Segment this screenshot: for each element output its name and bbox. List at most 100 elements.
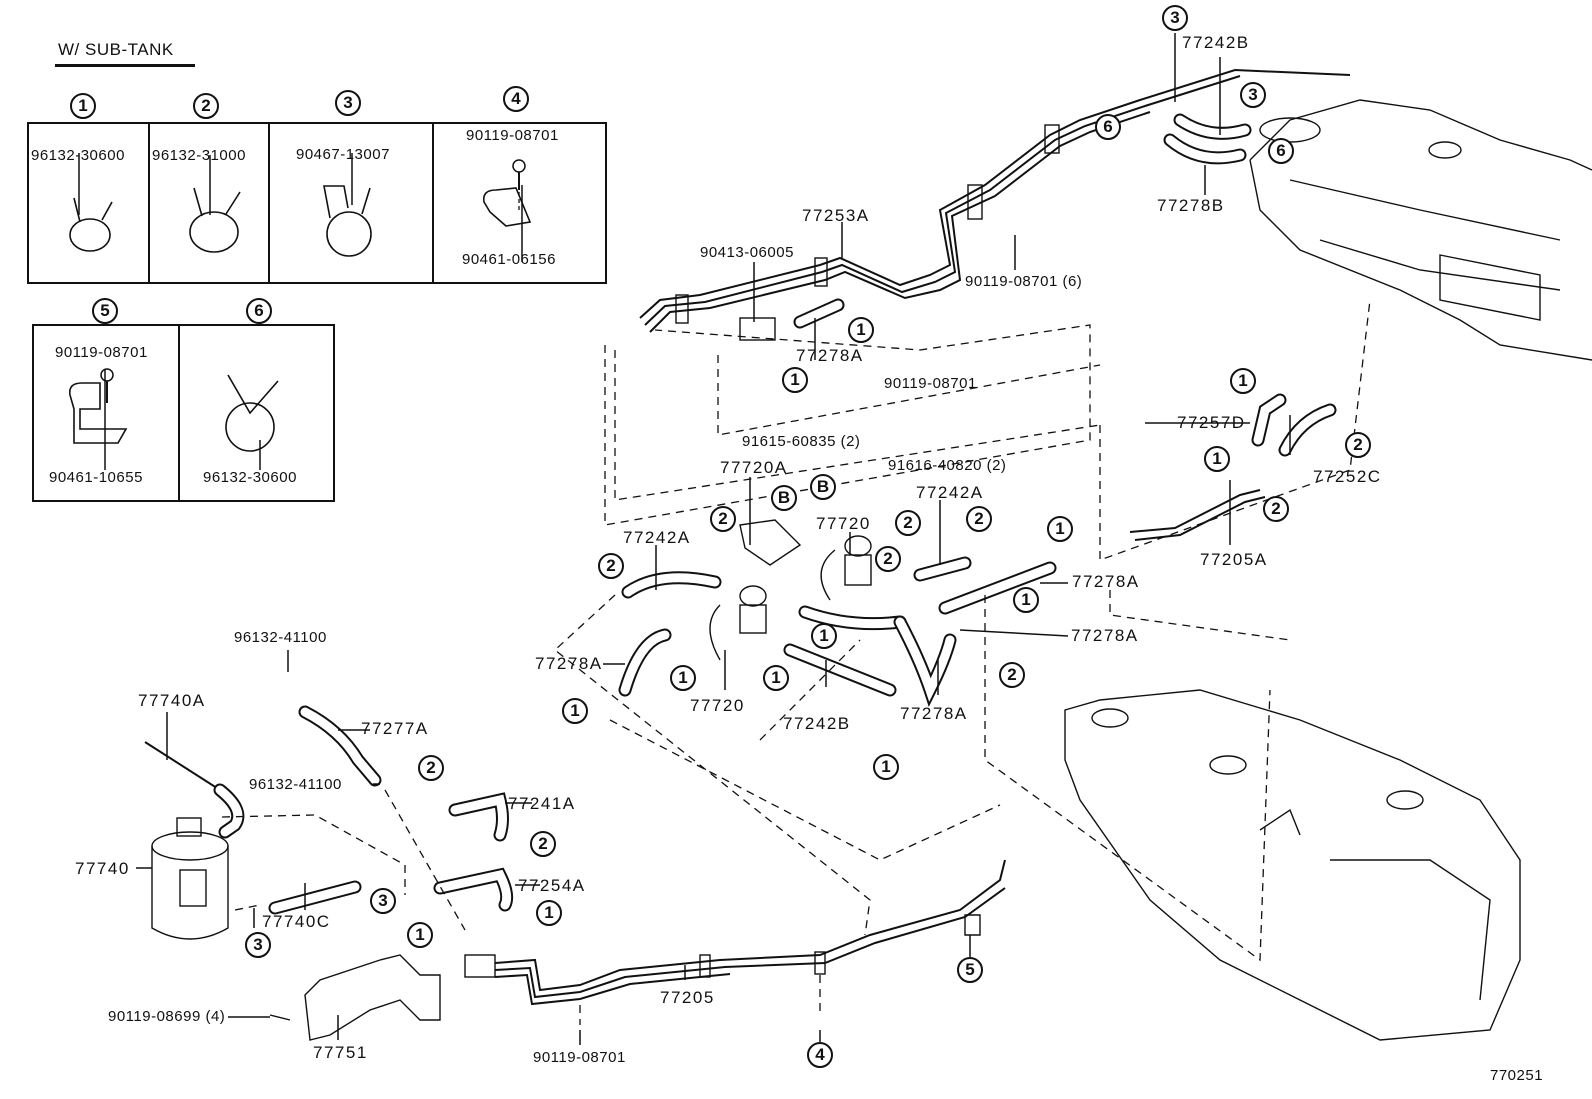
part-77720[interactable]: 77720 [816, 514, 871, 533]
part-77751[interactable]: 77751 [313, 1043, 368, 1062]
fuel-pipe-assembly-upper [639, 68, 1351, 333]
hose-clamp-icon [189, 187, 241, 253]
callout-2[interactable]: 2 [895, 510, 921, 536]
part-77278A[interactable]: 77278A [900, 704, 968, 723]
callout-1[interactable]: 1 [848, 317, 874, 343]
part-91616-40820[interactable]: 91616-40820 (2) [888, 457, 1007, 474]
part-91615-60835[interactable]: 91615-60835 (2) [742, 433, 861, 450]
part-77242A[interactable]: 77242A [916, 483, 984, 502]
part-77278A[interactable]: 77278A [1072, 572, 1140, 591]
callout-2[interactable]: 2 [598, 553, 624, 579]
part-77205A[interactable]: 77205A [1200, 550, 1268, 569]
callout-1[interactable]: 1 [562, 698, 588, 724]
callout-2[interactable]: 2 [875, 546, 901, 572]
title-underline [55, 64, 195, 67]
callout-3[interactable]: 3 [370, 888, 396, 914]
callout-3[interactable]: 3 [1162, 5, 1188, 31]
part-77740C[interactable]: 77740C [262, 912, 331, 931]
part-77740[interactable]: 77740 [75, 859, 130, 878]
callout-3[interactable]: 3 [245, 932, 271, 958]
legend-part-6: 96132-30600 [203, 469, 297, 486]
legend-row-2 [32, 324, 335, 502]
legend-part-2: 96132-31000 [152, 147, 246, 164]
legend-divider [148, 124, 150, 282]
legend-ref-1: 1 [70, 93, 96, 119]
callout-6[interactable]: 6 [1268, 138, 1294, 164]
legend-ref-6: 6 [246, 298, 272, 324]
callout-1[interactable]: 1 [1204, 446, 1230, 472]
vsv-cluster [739, 519, 872, 634]
charcoal-canister [151, 817, 229, 940]
legend-part-3: 90467-13007 [296, 146, 390, 163]
callout-1[interactable]: 1 [407, 922, 433, 948]
callout-2[interactable]: 2 [966, 506, 992, 532]
hose-clamp-icon [69, 197, 113, 252]
callout-2[interactable]: 2 [1345, 432, 1371, 458]
legend-part-5a: 90119-08701 [55, 344, 148, 361]
callout-2[interactable]: 2 [530, 831, 556, 857]
part-96132-41100[interactable]: 96132-41100 [234, 629, 327, 646]
callout-1[interactable]: 1 [873, 754, 899, 780]
callout-B[interactable]: B [810, 474, 836, 500]
pipe-bracket-bolt-icon [68, 368, 128, 444]
callout-2[interactable]: 2 [1263, 496, 1289, 522]
part-90119-08699[interactable]: 90119-08699 (4) [108, 1008, 226, 1025]
part-77278A[interactable]: 77278A [796, 346, 864, 365]
legend-part-1: 96132-30600 [31, 147, 125, 164]
callout-3[interactable]: 3 [1240, 82, 1266, 108]
figure-id: 770251 [1490, 1067, 1544, 1084]
part-77242B[interactable]: 77242B [1182, 33, 1250, 52]
pipe-clamp [967, 184, 983, 220]
legend-divider [432, 122, 434, 282]
callout-1[interactable]: 1 [811, 623, 837, 649]
part-77205[interactable]: 77205 [660, 988, 715, 1007]
part-77252C[interactable]: 77252C [1313, 467, 1382, 486]
callout-1[interactable]: 1 [782, 367, 808, 393]
pipe-clamp [675, 294, 689, 324]
part-77241A[interactable]: 77241A [508, 794, 576, 813]
part-77277A[interactable]: 77277A [361, 719, 429, 738]
callout-2[interactable]: 2 [999, 662, 1025, 688]
part-77257D[interactable]: 77257D [1177, 413, 1246, 432]
part-77720A[interactable]: 77720A [720, 458, 788, 477]
legend-part-5b: 90461-10655 [49, 469, 143, 486]
callout-B[interactable]: B [771, 485, 797, 511]
part-77253A[interactable]: 77253A [802, 206, 870, 225]
vacuum-switching-valve [739, 317, 776, 341]
pipe-clamp [814, 257, 828, 287]
callout-1[interactable]: 1 [1047, 516, 1073, 542]
part-77740A[interactable]: 77740A [138, 691, 206, 710]
part-77242B[interactable]: 77242B [783, 714, 851, 733]
part-77278A[interactable]: 77278A [1071, 626, 1139, 645]
part-77254A[interactable]: 77254A [518, 876, 586, 895]
legend-ref-5: 5 [92, 298, 118, 324]
part-90119-08701[interactable]: 90119-08701 [884, 375, 977, 392]
pipe-clamp-bolt-icon [482, 159, 532, 227]
callout-1[interactable]: 1 [1230, 368, 1256, 394]
part-90119-08701-6[interactable]: 90119-08701 (6) [965, 273, 1083, 290]
fuel-tank-lower [1064, 689, 1521, 1041]
callout-6[interactable]: 6 [1095, 114, 1121, 140]
callout-1[interactable]: 1 [1013, 587, 1039, 613]
hose-clamp-icon [225, 374, 279, 452]
part-77278B[interactable]: 77278B [1157, 196, 1225, 215]
part-77720[interactable]: 77720 [690, 696, 745, 715]
callout-5[interactable]: 5 [957, 957, 983, 983]
canister-bracket [304, 954, 441, 1041]
callout-4[interactable]: 4 [807, 1042, 833, 1068]
callout-1[interactable]: 1 [536, 900, 562, 926]
callout-2[interactable]: 2 [710, 506, 736, 532]
part-90119-08701[interactable]: 90119-08701 [533, 1049, 626, 1066]
callout-1[interactable]: 1 [670, 665, 696, 691]
part-77242A[interactable]: 77242A [623, 528, 691, 547]
legend-divider [268, 124, 270, 282]
part-77278A[interactable]: 77278A [535, 654, 603, 673]
callout-2[interactable]: 2 [418, 755, 444, 781]
leader-lines [78, 33, 1291, 1045]
hose-clip-icon [323, 185, 372, 257]
callout-1[interactable]: 1 [763, 665, 789, 691]
legend-part-4a: 90119-08701 [466, 127, 559, 144]
legend-ref-4: 4 [503, 86, 529, 112]
part-96132-41100[interactable]: 96132-41100 [249, 776, 342, 793]
part-90413-06005[interactable]: 90413-06005 [700, 244, 794, 261]
